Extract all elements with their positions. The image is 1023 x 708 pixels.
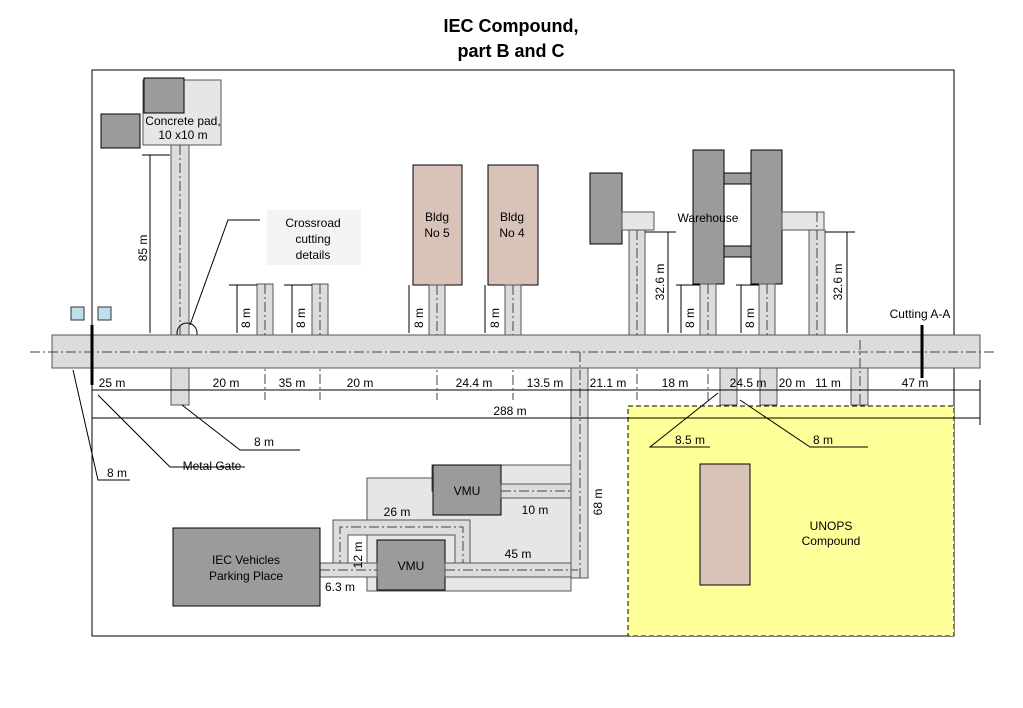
- dim-8-f: 8 m: [743, 308, 757, 328]
- side-8-label: 8 m: [107, 466, 127, 480]
- small-gray-building: [589, 172, 623, 245]
- south-stub-3: [759, 367, 778, 406]
- dim-26: 26 m: [384, 505, 411, 519]
- dim-8-b: 8 m: [294, 308, 308, 328]
- small-building-access: [628, 229, 646, 336]
- gate-8-label: 8 m: [254, 435, 274, 449]
- building-4-label-2: No 4: [499, 226, 525, 240]
- building-5-label-1: Bldg: [425, 210, 449, 224]
- concrete-pad-label-2: 10 x10 m: [158, 128, 207, 142]
- seg-24-4: 24.4 m: [456, 376, 493, 390]
- dim-10: 10 m: [522, 503, 549, 517]
- south-stub-1: [170, 367, 190, 406]
- seg-20-c: 20 m: [779, 376, 806, 390]
- dim-12: 12 m: [351, 542, 365, 569]
- gate-post-2: [97, 306, 112, 321]
- seg-13-5: 13.5 m: [527, 376, 564, 390]
- total-288: 288 m: [493, 404, 526, 418]
- seg-25: 25 m: [99, 376, 126, 390]
- dim-8-c: 8 m: [412, 308, 426, 328]
- segment-dimension-lines: [91, 380, 981, 425]
- parking-place: [172, 527, 321, 607]
- warehouse-label: Warehouse: [678, 211, 739, 225]
- vmu-top-building: [432, 464, 502, 516]
- dim-32-6-b: 32.6 m: [831, 264, 845, 301]
- seg-20-a: 20 m: [213, 376, 240, 390]
- gate-post-1: [70, 306, 85, 321]
- parking-label-1: IEC Vehicles: [212, 553, 280, 567]
- small-building-connector: [621, 211, 655, 231]
- crossroad-label-box: [267, 210, 361, 265]
- building-4-label-1: Bldg: [500, 210, 524, 224]
- seg-18: 18 m: [662, 376, 689, 390]
- unops-8-label: 8 m: [813, 433, 833, 447]
- dim-45: 45 m: [505, 547, 532, 561]
- dim-8-d: 8 m: [488, 308, 502, 328]
- dim-85: 85 m: [136, 235, 150, 262]
- building-5: [412, 164, 463, 286]
- right-access: [808, 229, 826, 336]
- north-dimensions: [142, 154, 855, 333]
- pad-block-2: [100, 113, 141, 149]
- warehouse-right-block: [750, 149, 783, 285]
- warehouse-left-block: [692, 149, 725, 285]
- title-line-1: IEC Compound,: [444, 16, 579, 36]
- crossroad-label-2: cutting: [295, 232, 330, 246]
- right-connector: [781, 211, 825, 231]
- vmu-top-label: VMU: [454, 484, 481, 498]
- seg-24-5: 24.5 m: [730, 376, 767, 390]
- seg-35: 35 m: [279, 376, 306, 390]
- pad-block-1: [143, 77, 185, 114]
- u-road-axis: [339, 526, 464, 570]
- building-4: [487, 164, 539, 286]
- crossroad-label-3: details: [296, 248, 331, 262]
- parking-label-2: Parking Place: [209, 569, 283, 583]
- warehouse-link-top: [723, 172, 752, 185]
- unops-compound-area: [627, 405, 955, 637]
- unops-label-1: UNOPS: [810, 519, 853, 533]
- title-line-2: part B and C: [457, 41, 564, 61]
- vmu-bottom-label: VMU: [398, 559, 425, 573]
- dim-32-6-a: 32.6 m: [653, 264, 667, 301]
- unops-label-2: Compound: [802, 534, 861, 548]
- cutting-label: Cutting A-A: [890, 307, 951, 321]
- building-5-label-2: No 5: [424, 226, 450, 240]
- seg-20-b: 20 m: [347, 376, 374, 390]
- dim-8-a: 8 m: [239, 308, 253, 328]
- crossroad-label-1: Crossroad: [285, 216, 340, 230]
- south-stub-2: [719, 367, 738, 406]
- seg-21-1: 21.1 m: [590, 376, 627, 390]
- warehouse-link-bottom: [723, 245, 752, 258]
- dim-8-e: 8 m: [683, 308, 697, 328]
- metal-gate-label: Metal Gate: [183, 459, 242, 473]
- leader-lines: [72, 369, 868, 481]
- vmu-bottom-building: [376, 539, 446, 591]
- concrete-pad-label-1: Concrete pad,: [145, 114, 220, 128]
- crossroad-leader: [189, 219, 260, 326]
- unops-building: [699, 463, 751, 586]
- dim-6-3: 6.3 m: [325, 580, 355, 594]
- unops-8-5-label: 8.5 m: [675, 433, 705, 447]
- dim-68: 68 m: [591, 489, 605, 516]
- seg-11: 11 m: [815, 376, 841, 390]
- seg-47: 47 m: [902, 376, 929, 390]
